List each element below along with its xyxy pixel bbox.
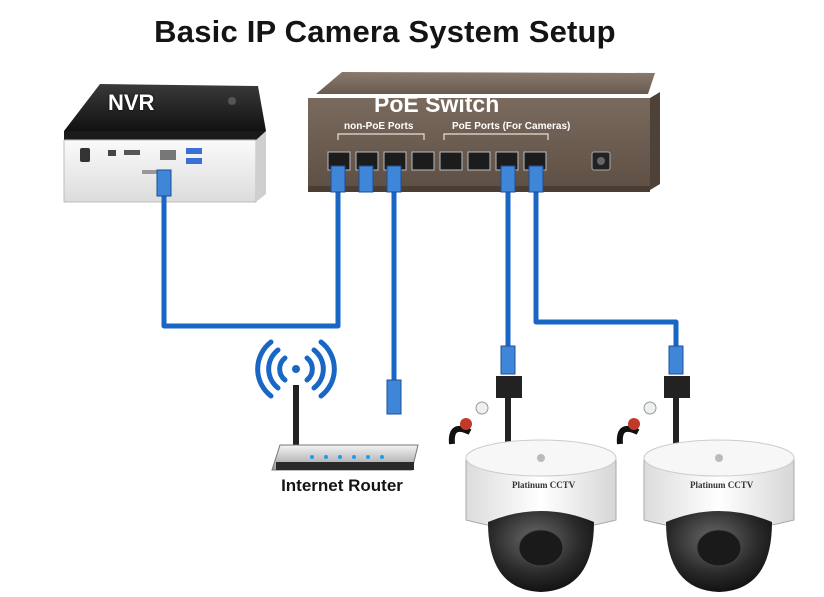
dome-camera-icon	[448, 376, 617, 592]
dome-camera-icon	[616, 376, 795, 592]
nvr-label: NVR	[108, 90, 155, 115]
diagram-title: Basic IP Camera System Setup	[154, 14, 616, 49]
camera-brand-label: Platinum CCTV	[690, 480, 754, 490]
poe-switch-icon	[308, 72, 660, 192]
switch-label: PoE Switch	[374, 91, 500, 117]
poe-ports-label: PoE Ports (For Cameras)	[452, 121, 571, 132]
cable-switch-to-router	[363, 184, 397, 380]
camera-brand-label: Platinum CCTV	[512, 480, 576, 490]
wifi-signal-icon	[255, 339, 337, 399]
router-icon	[255, 339, 419, 471]
non-poe-ports-label: non-PoE Ports	[344, 121, 414, 132]
cable-switch-to-camera-2	[533, 184, 679, 346]
ethernet-plug-icon	[156, 165, 684, 415]
nvr-box-icon	[63, 84, 266, 203]
cables	[161, 184, 679, 380]
cable-nvr-to-switch	[161, 184, 341, 329]
router-label: Internet Router	[281, 476, 403, 495]
